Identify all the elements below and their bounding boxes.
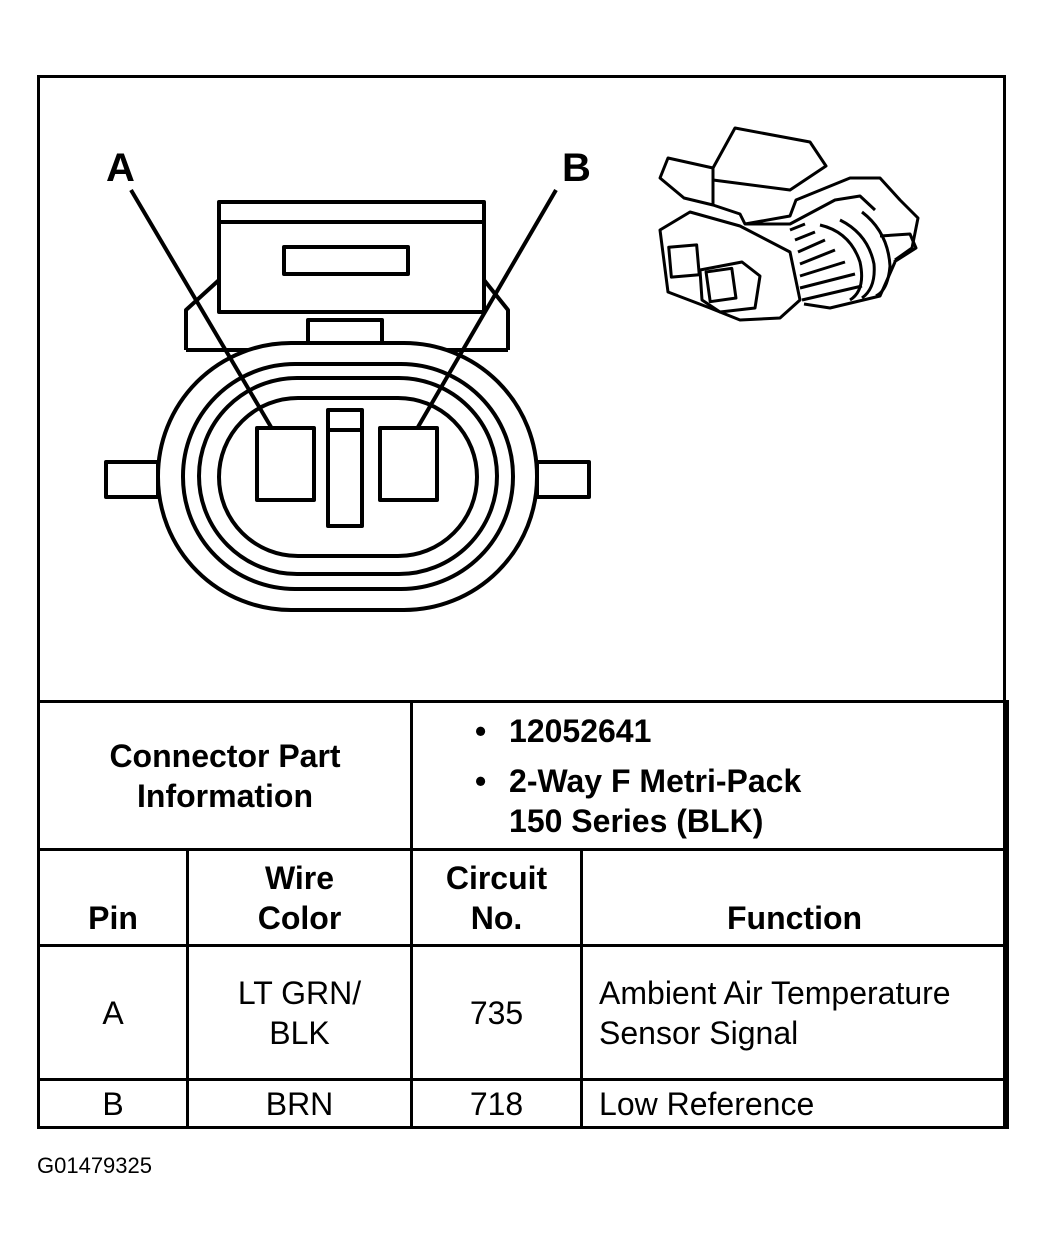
header-pin: Pin bbox=[37, 848, 189, 947]
circuit-no-cell: 735 bbox=[410, 944, 584, 1081]
circuit-no-cell: 718 bbox=[410, 1078, 584, 1129]
table-row: A LT GRN/ BLK 735 Ambient Air Temperatur… bbox=[37, 944, 1010, 1081]
connector-perspective-drawing bbox=[658, 126, 920, 322]
pin-cell: B bbox=[37, 1078, 189, 1129]
part-info-item: • 12052641 bbox=[475, 711, 1006, 751]
function-cell: Low Reference bbox=[580, 1078, 1010, 1129]
part-number: 12052641 bbox=[509, 712, 652, 749]
header-wire-color: Wire Color bbox=[185, 848, 414, 947]
pin-cell: A bbox=[37, 944, 189, 1081]
connector-diagram bbox=[104, 126, 920, 612]
wire-color-cell: LT GRN/ BLK bbox=[185, 944, 414, 1081]
connector-info-table: Connector Part Information • 12052641 • … bbox=[36, 700, 1010, 1129]
table-row: B BRN 718 Low Reference bbox=[37, 1078, 1010, 1129]
part-info-item: • 2-Way F Metri-Pack 150 Series (BLK) bbox=[475, 761, 1006, 841]
connector-part-info-label: Connector Part Information bbox=[36, 700, 414, 851]
header-function: Function bbox=[580, 848, 1010, 947]
function-cell: Ambient Air Temperature Sensor Signal bbox=[580, 944, 1010, 1081]
connector-part-info-list: • 12052641 • 2-Way F Metri-Pack 150 Seri… bbox=[410, 700, 1010, 851]
connector-face-drawing bbox=[104, 188, 591, 612]
bullet-icon: • bbox=[475, 712, 487, 749]
table-header-row: Pin Wire Color Circuit No. Function bbox=[37, 848, 1010, 947]
header-circuit-no: Circuit No. bbox=[410, 848, 584, 947]
part-info-row: Connector Part Information • 12052641 • … bbox=[36, 700, 1010, 851]
figure-id: G01479325 bbox=[37, 1153, 152, 1178]
wire-color-cell: BRN bbox=[185, 1078, 414, 1129]
connector-description: 2-Way F Metri-Pack 150 Series (BLK) bbox=[509, 762, 802, 839]
pin-label-b: B bbox=[562, 146, 591, 190]
bullet-icon: • bbox=[475, 762, 487, 799]
figure-frame bbox=[37, 75, 1006, 1129]
pin-label-a: A bbox=[106, 146, 135, 190]
